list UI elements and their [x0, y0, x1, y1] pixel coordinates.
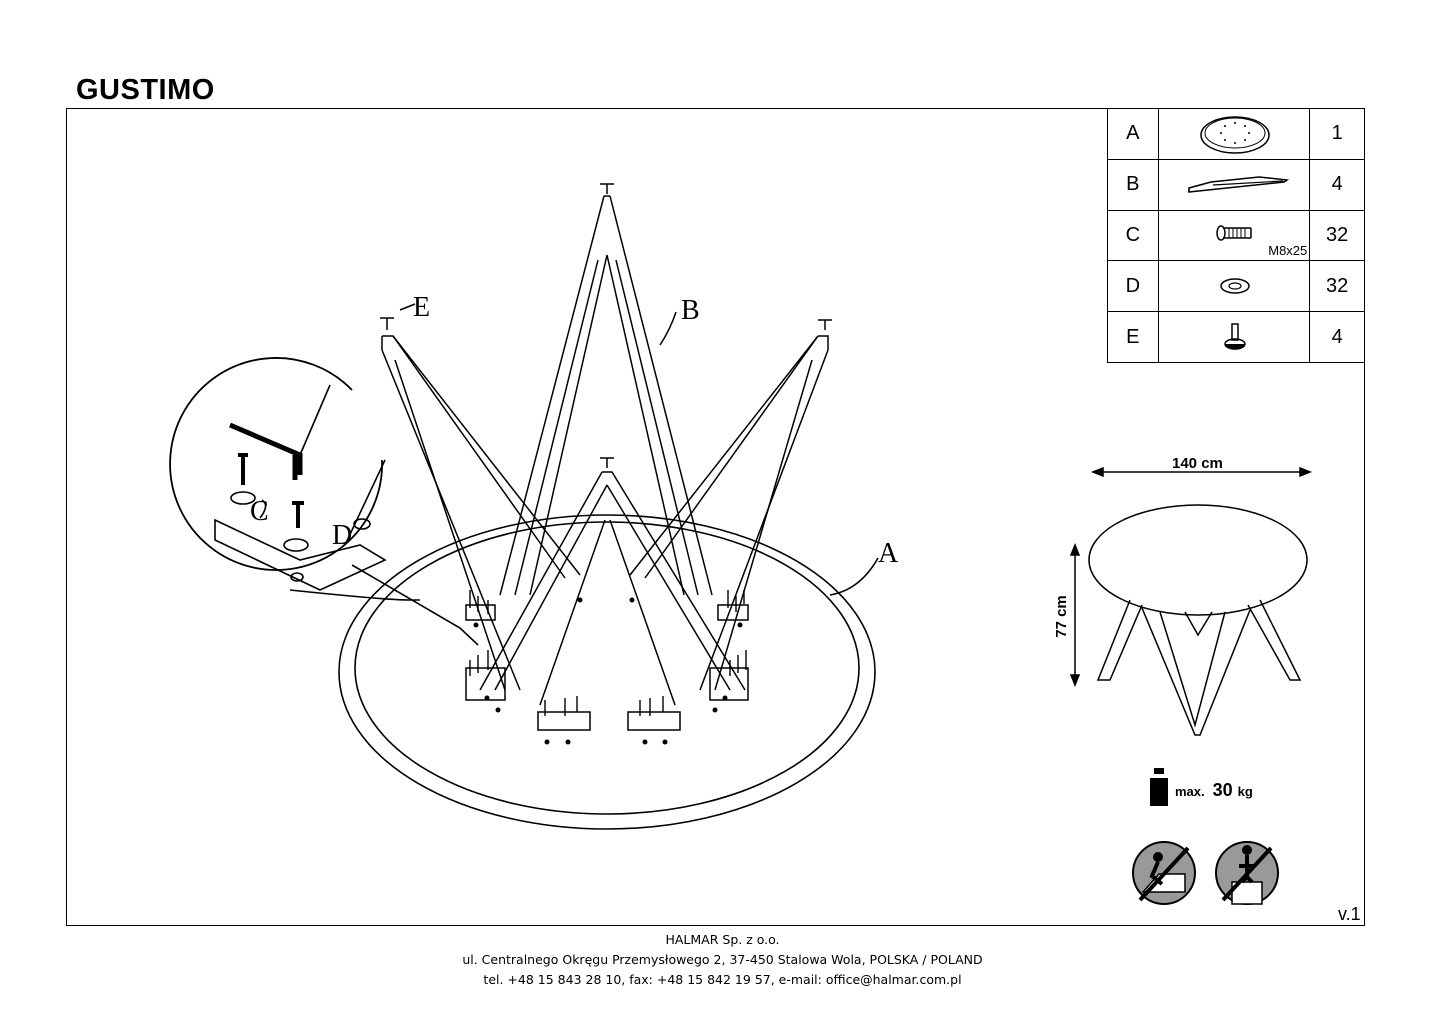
tabletop-outer — [338, 514, 876, 830]
part-image — [1157, 311, 1311, 363]
no-climbing-icon — [1132, 841, 1196, 905]
part-qty: 32 — [1309, 260, 1365, 313]
callout-a: A — [878, 538, 899, 569]
weight-icon — [1150, 768, 1168, 806]
callout-c: C — [250, 496, 269, 527]
table-row: E 4 — [1107, 311, 1365, 363]
part-qty: 4 — [1309, 311, 1365, 363]
drawing-frame — [66, 108, 1365, 926]
max-load-unit: kg — [1237, 784, 1253, 799]
leg-frame-icon — [1187, 176, 1289, 193]
part-letter: A — [1107, 108, 1159, 160]
part-image: M8x25 — [1157, 209, 1311, 262]
part-letter: C — [1107, 209, 1159, 262]
footer: HALMAR Sp. z o.o. ul. Centralnego Okręgu… — [0, 930, 1445, 990]
part-image — [1157, 260, 1311, 313]
callout-b: B — [681, 295, 700, 326]
parts-table: A 1 B 4 C M8x25 32 — [1107, 108, 1365, 363]
callout-d: D — [332, 520, 353, 551]
max-load-value: 30 — [1212, 780, 1233, 800]
part-letter: D — [1107, 260, 1159, 313]
callout-e: E — [413, 292, 431, 323]
footer-company: HALMAR Sp. z o.o. — [665, 932, 780, 947]
table-row: D 32 — [1107, 260, 1365, 313]
table-row: B 4 — [1107, 158, 1365, 211]
washer-icon — [1219, 278, 1250, 295]
side-view — [1069, 466, 1313, 736]
part-spec: M8x25 — [1268, 243, 1308, 259]
footer-address: ul. Centralnego Okręgu Przemysłowego 2, … — [462, 952, 983, 967]
table-row: A 1 — [1107, 108, 1365, 160]
plate-bolts — [469, 590, 747, 716]
round-tabletop-icon — [1199, 116, 1270, 154]
height-dimension: 77 cm — [1052, 595, 1070, 638]
glides — [380, 183, 832, 468]
part-image — [1157, 108, 1311, 160]
product-title: GUSTIMO — [76, 74, 215, 106]
bolt-icon — [1215, 224, 1252, 241]
tabletop-inner — [354, 521, 860, 815]
max-load: max. 30 kg — [1175, 780, 1253, 801]
max-load-label: max. — [1175, 784, 1205, 799]
part-image — [1157, 158, 1311, 211]
part-letter: E — [1107, 311, 1159, 363]
footer-contact: tel. +48 15 843 28 10, fax: +48 15 842 1… — [483, 972, 962, 987]
part-qty: 32 — [1309, 209, 1365, 262]
width-dimension: 140 cm — [1172, 455, 1223, 472]
glide-foot-icon — [1223, 323, 1246, 350]
version-label: v.1 — [1338, 904, 1361, 924]
leg-frames — [381, 195, 829, 731]
table-row: C M8x25 32 — [1107, 209, 1365, 262]
part-letter: B — [1107, 158, 1159, 211]
no-standing-icon — [1215, 841, 1279, 905]
part-qty: 4 — [1309, 158, 1365, 211]
part-qty: 1 — [1309, 108, 1365, 160]
